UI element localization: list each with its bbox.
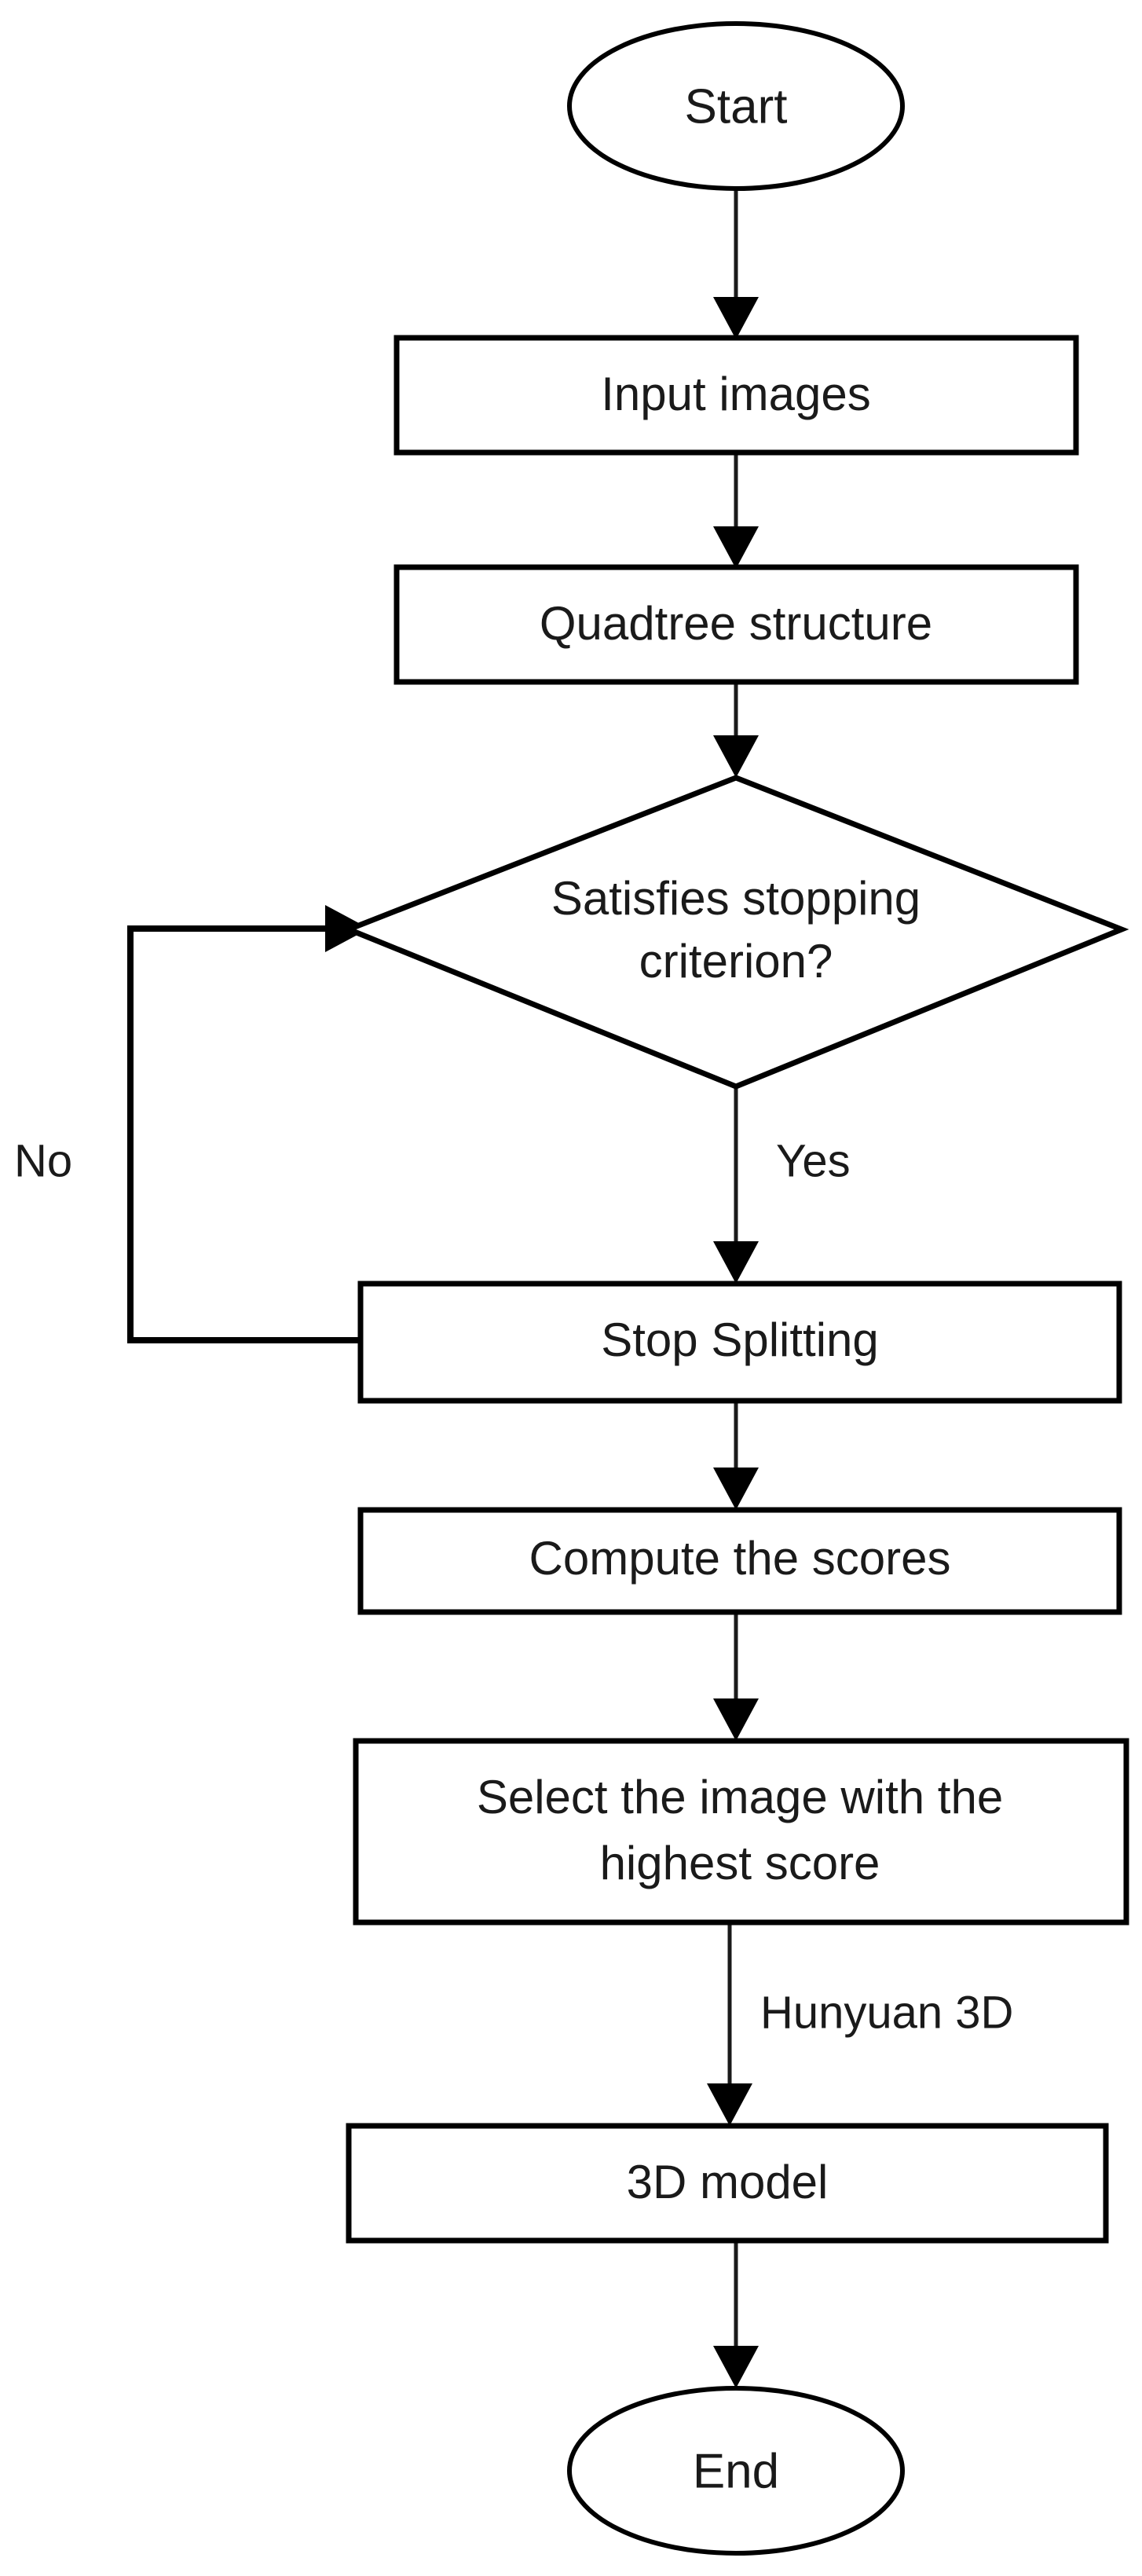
3d-model-rect-shape (346, 2123, 1109, 2244)
arrowhead-scores-select (713, 1698, 759, 1741)
3d-model-label: 3D model (627, 2156, 829, 2208)
node-end[interactable]: End (567, 2386, 905, 2556)
select-highest-score-rect-shape (353, 1738, 1129, 1926)
decision-label-line1: Satisfies stopping (551, 872, 921, 925)
select-highest-score-label-line1: Select the image with the (477, 1771, 1003, 1823)
decision-label-line2: criterion? (639, 935, 833, 988)
edge-scores-to-select (713, 1612, 759, 1741)
edge-label-yes: Yes (776, 1135, 851, 1186)
select-highest-score-label-line2: highest score (600, 1837, 880, 1889)
compute-scores-rect-shape (357, 1507, 1122, 1615)
node-start[interactable]: Start (567, 21, 905, 191)
arrowhead-stop-scores (713, 1468, 759, 1510)
node-compute-scores[interactable]: Compute the scores (357, 1507, 1122, 1615)
arrowhead-model-end (713, 2346, 759, 2388)
edge-select-to-model (707, 1922, 752, 2126)
node-select-highest-score[interactable]: Select the image with the highest score (353, 1738, 1129, 1926)
edge-line-stop-decision (127, 925, 397, 1343)
node-quadtree-structure[interactable]: Quadtree structure (393, 564, 1079, 685)
decision-diamond-shape (341, 775, 1129, 1090)
compute-scores-label: Compute the scores (529, 1532, 951, 1585)
edge-input-to-quadtree (713, 452, 759, 569)
arrowhead-decision-stop (713, 1241, 759, 1284)
arrowhead-select-model (707, 2083, 752, 2126)
edge-start-to-input (713, 189, 759, 339)
edge-decision-to-stop (713, 1086, 759, 1284)
edge-label-hunyuan-3d: Hunyuan 3D (760, 1987, 1013, 2038)
quadtree-structure-label: Quadtree structure (540, 597, 932, 650)
stop-splitting-label: Stop Splitting (601, 1314, 879, 1366)
start-ellipse-shape (567, 21, 905, 191)
end-ellipse-shape (567, 2386, 905, 2556)
node-input-images[interactable]: Input images (393, 335, 1079, 456)
edge-quadtree-to-decision (713, 680, 759, 778)
arrowhead-start-input (713, 297, 759, 339)
node-3d-model[interactable]: 3D model (346, 2123, 1109, 2244)
input-images-label: Input images (601, 368, 871, 420)
arrowhead-quadtree-decision (713, 735, 759, 778)
start-label: Start (685, 79, 788, 134)
node-stop-splitting[interactable]: Stop Splitting (357, 1281, 1122, 1404)
node-decision-stopping-criterion[interactable]: Satisfies stopping criterion? (341, 775, 1129, 1090)
edge-stop-to-decision-feedback (127, 905, 397, 1343)
edge-stop-to-scores (713, 1401, 759, 1510)
stop-splitting-rect-shape (357, 1281, 1122, 1404)
end-label: End (693, 2444, 779, 2498)
edge-label-no: No (14, 1135, 72, 1186)
edge-model-to-end (713, 2243, 759, 2388)
quadtree-structure-rect-shape (393, 564, 1079, 685)
arrowhead-input-quadtree (713, 526, 759, 569)
input-images-rect-shape (393, 335, 1079, 456)
